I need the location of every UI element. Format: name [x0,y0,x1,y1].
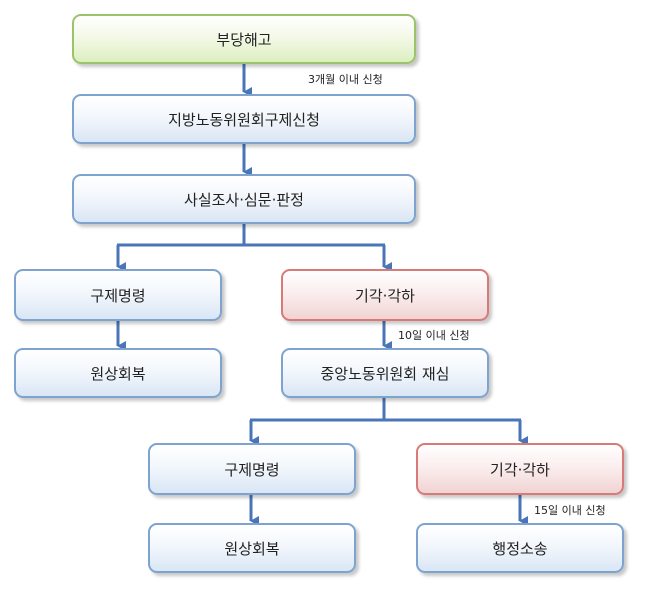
node-reinstatement-1: 원상회복 [14,348,222,398]
note-fifteen-days: 15일 이내 신청 [534,504,606,517]
note-ten-days: 10일 이내 신청 [398,329,470,342]
node-label: 중앙노동위원회 재심 [320,364,450,383]
node-administrative-lawsuit: 행정소송 [416,523,624,573]
node-rejection-1: 기각·각하 [281,269,489,321]
node-remedy-order-1: 구제명령 [14,269,222,321]
node-label: 원상회복 [90,364,146,383]
node-label: 구제명령 [224,460,280,479]
node-label: 사실조사·심문·판정 [184,190,304,209]
node-label: 원상회복 [224,539,280,558]
node-label: 기각·각하 [490,460,550,479]
node-fact-finding: 사실조사·심문·판정 [72,174,416,224]
node-label: 행정소송 [492,539,548,558]
node-remedy-order-2: 구제명령 [148,443,356,495]
note-three-months: 3개월 이내 신청 [308,73,383,86]
node-label: 지방노동위원회구제신청 [168,110,320,129]
node-central-commission-review: 중앙노동위원회 재심 [281,348,489,398]
node-local-commission-request: 지방노동위원회구제신청 [72,94,416,144]
node-label: 기각·각하 [355,286,415,305]
node-reinstatement-2: 원상회복 [148,523,356,573]
node-label: 부당해고 [216,30,272,49]
node-unfair-dismissal: 부당해고 [72,14,416,64]
node-label: 구제명령 [90,286,146,305]
node-rejection-2: 기각·각하 [416,443,624,495]
